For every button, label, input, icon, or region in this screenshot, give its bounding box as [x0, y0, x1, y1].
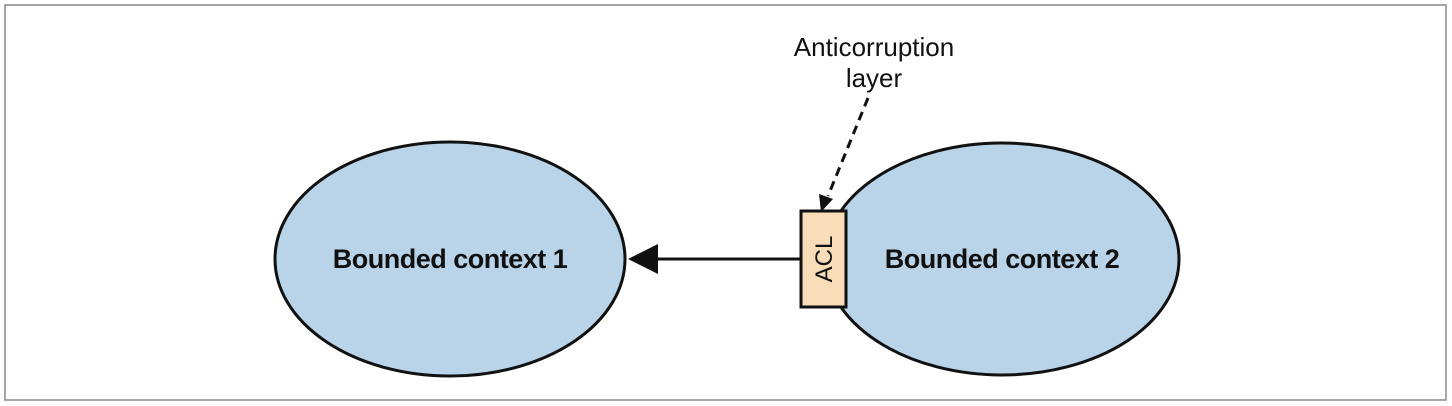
bounded-context-1: Bounded context 1 — [273, 140, 627, 378]
bounded-context-1-ellipse — [273, 140, 627, 378]
bounded-context-2-label: Bounded context 2 — [885, 244, 1120, 274]
acl-rect — [799, 209, 848, 309]
callout-pointer — [826, 97, 870, 197]
acl-box: ACL — [799, 209, 848, 309]
anticorruption-callout: Anticorruption layer — [794, 32, 954, 93]
acl-label: ACL — [811, 236, 838, 283]
callout-line-1: Anticorruption — [794, 32, 954, 62]
callout-pointer-arrowhead — [819, 194, 833, 212]
bounded-context-1-label: Bounded context 1 — [333, 244, 568, 274]
bounded-context-2: Bounded context 2 — [823, 141, 1181, 377]
callout-line-2: layer — [846, 63, 903, 93]
frame-border — [4, 4, 1447, 401]
